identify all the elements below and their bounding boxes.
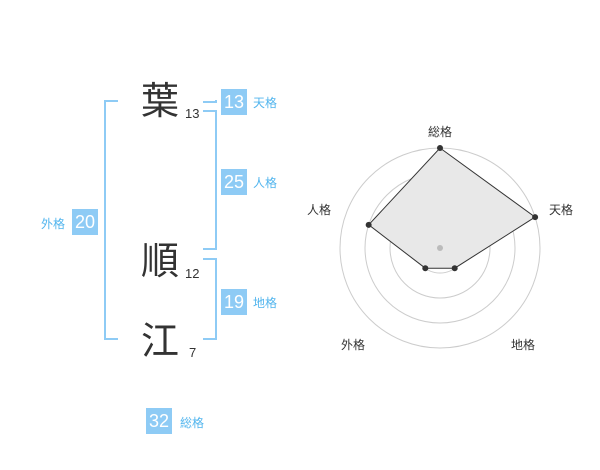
radar-axis-label-tenkaku: 天格 (549, 203, 574, 217)
radar-point (422, 265, 429, 272)
tenkaku-bracket (203, 100, 217, 103)
chikaku-label: 地格 (253, 296, 278, 310)
jinkaku-value: 25 (221, 169, 247, 195)
tenkaku-value: 13 (221, 89, 247, 115)
stroke-count-2: 12 (185, 266, 200, 281)
name-char-3: 江 (141, 319, 180, 363)
gaikaku-label: 外格 (41, 217, 66, 231)
chikaku-value: 19 (221, 289, 247, 315)
radar-point (532, 214, 539, 221)
stroke-count-3: 7 (189, 345, 197, 360)
tenkaku-label: 天格 (253, 96, 278, 110)
radar-axis-label-chikaku: 地格 (511, 338, 536, 352)
radar-point (437, 145, 443, 151)
radar-area (367, 147, 536, 269)
jinkaku-bracket (203, 110, 217, 250)
radar-points (365, 145, 539, 272)
radar-axis-label-jinkaku: 人格 (307, 203, 332, 217)
name-char-1: 葉 (141, 79, 180, 123)
name-char-2: 順 (141, 239, 180, 283)
gaikaku-value: 20 (72, 209, 98, 235)
radar-axis-label-soukaku: 総格 (428, 125, 453, 139)
chikaku-bracket (203, 258, 217, 340)
jinkaku-label: 人格 (253, 176, 278, 190)
radar-point (365, 221, 372, 228)
gaikaku-bracket (104, 100, 118, 340)
radar-center (437, 245, 443, 251)
radar-point (451, 265, 458, 272)
stroke-count-1: 13 (185, 106, 200, 121)
soukaku-value: 32 (146, 408, 172, 434)
soukaku-label: 総格 (180, 416, 205, 430)
radar-axis-label-gaikaku: 外格 (341, 338, 366, 352)
